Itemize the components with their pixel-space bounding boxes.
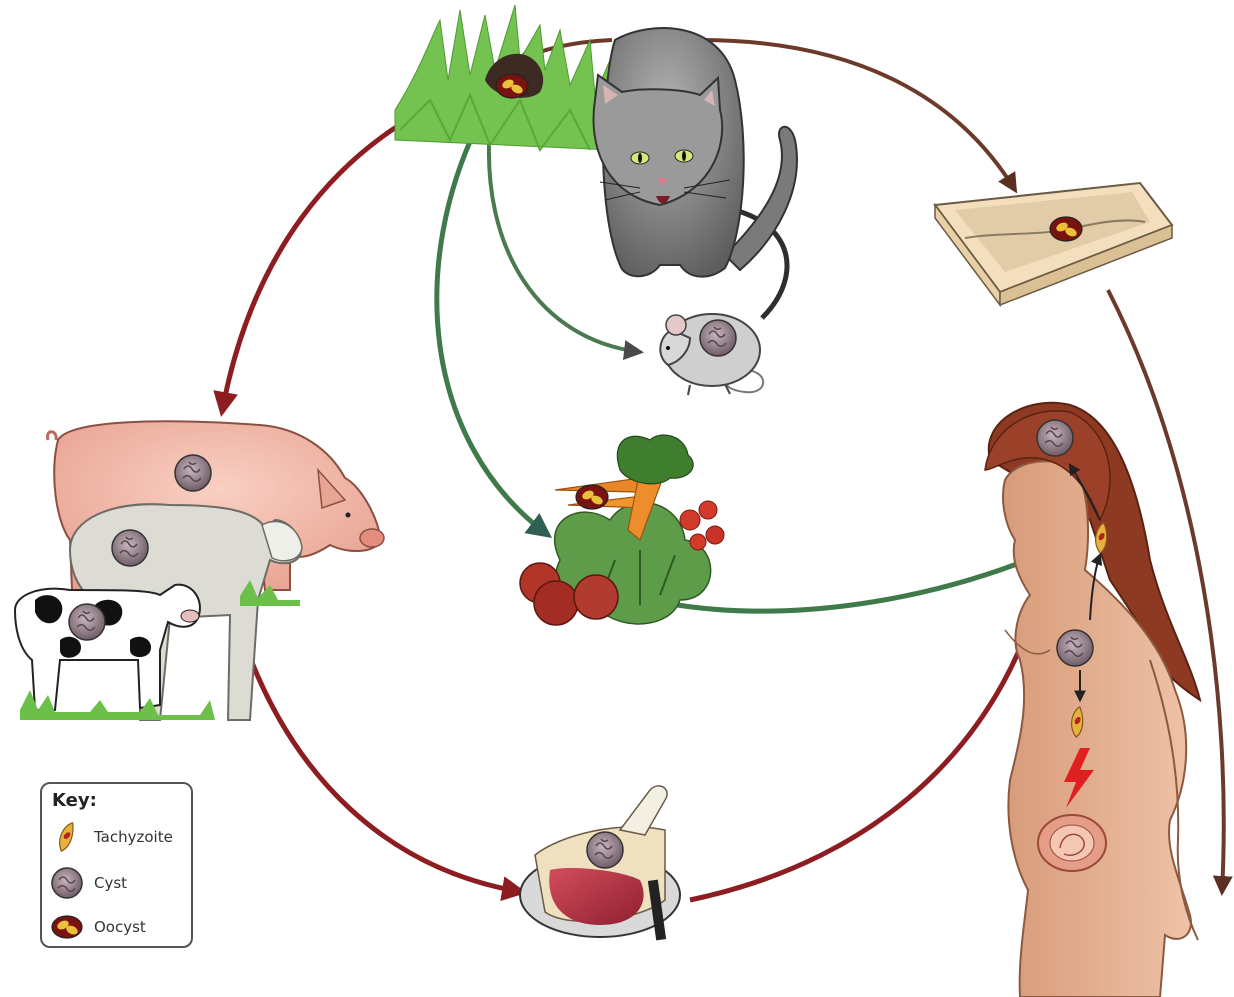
legend-label-tachyzoite: Tachyzoite [94, 828, 173, 846]
legend-item-oocyst: Oocyst [50, 910, 146, 944]
legend-key: Key: Tachyzoite Cyst Oocyst [40, 782, 193, 948]
grass-with-oocyst [395, 5, 612, 150]
oocyst-icon [50, 910, 84, 944]
raw-meat-illustration [520, 786, 680, 941]
legend-item-tachyzoite: Tachyzoite [50, 820, 173, 854]
arrow-cat-to-litter [700, 40, 1015, 190]
pregnant-woman-illustration [985, 403, 1200, 997]
tachyzoite-icon [50, 820, 84, 854]
cyst-icon [50, 866, 84, 900]
arrow-livestock-to-meat [240, 630, 522, 892]
legend-item-cyst: Cyst [50, 866, 127, 900]
arrow-vegetables-to-woman [665, 555, 1040, 611]
cat-illustration [594, 28, 797, 277]
cow-illustration [15, 585, 200, 710]
arrow-grass-to-livestock [222, 95, 455, 412]
vegetables-illustration [520, 435, 724, 625]
mouse-illustration [660, 314, 763, 395]
legend-label-cyst: Cyst [94, 874, 127, 892]
litter-tray [935, 183, 1172, 305]
legend-title: Key: [52, 790, 97, 811]
livestock-group [15, 421, 384, 720]
legend-label-oocyst: Oocyst [94, 918, 146, 936]
